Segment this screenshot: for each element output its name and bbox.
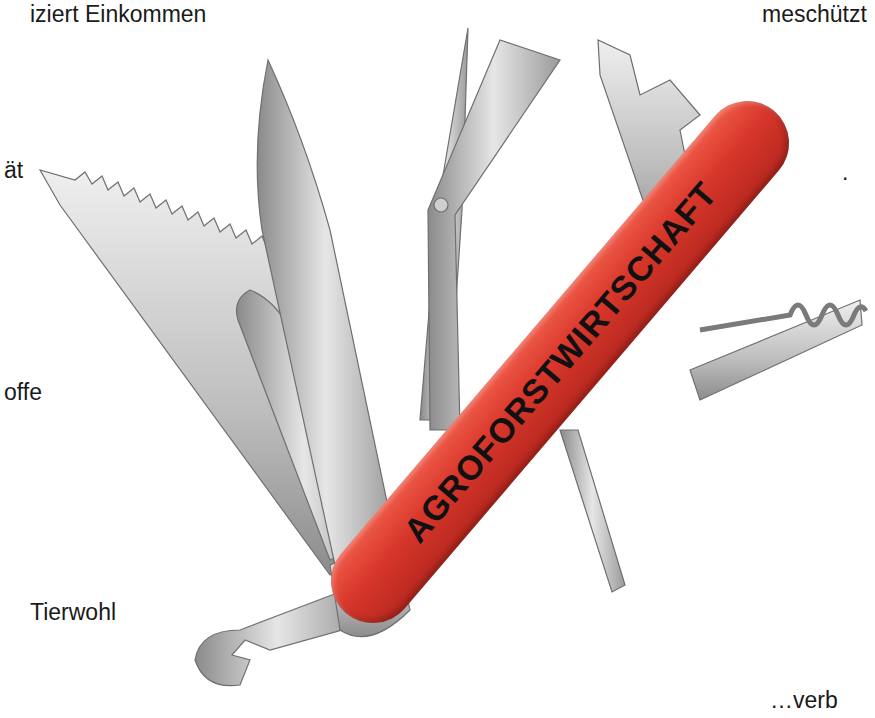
- benefit-label: meschützt: [762, 2, 867, 27]
- benefit-label: .: [842, 160, 848, 185]
- knife-blade: [257, 60, 395, 565]
- benefit-label: offe: [4, 380, 42, 405]
- screwdriver: [560, 430, 625, 592]
- corkscrew: [700, 305, 866, 330]
- benefit-label: iziert Einkommen: [30, 2, 206, 27]
- benefit-label: …verb: [770, 688, 838, 713]
- benefit-label: ät: [4, 158, 23, 183]
- scissors-pivot: [434, 198, 448, 212]
- can-opener: [195, 590, 360, 686]
- benefit-label: Tierwohl: [30, 600, 116, 625]
